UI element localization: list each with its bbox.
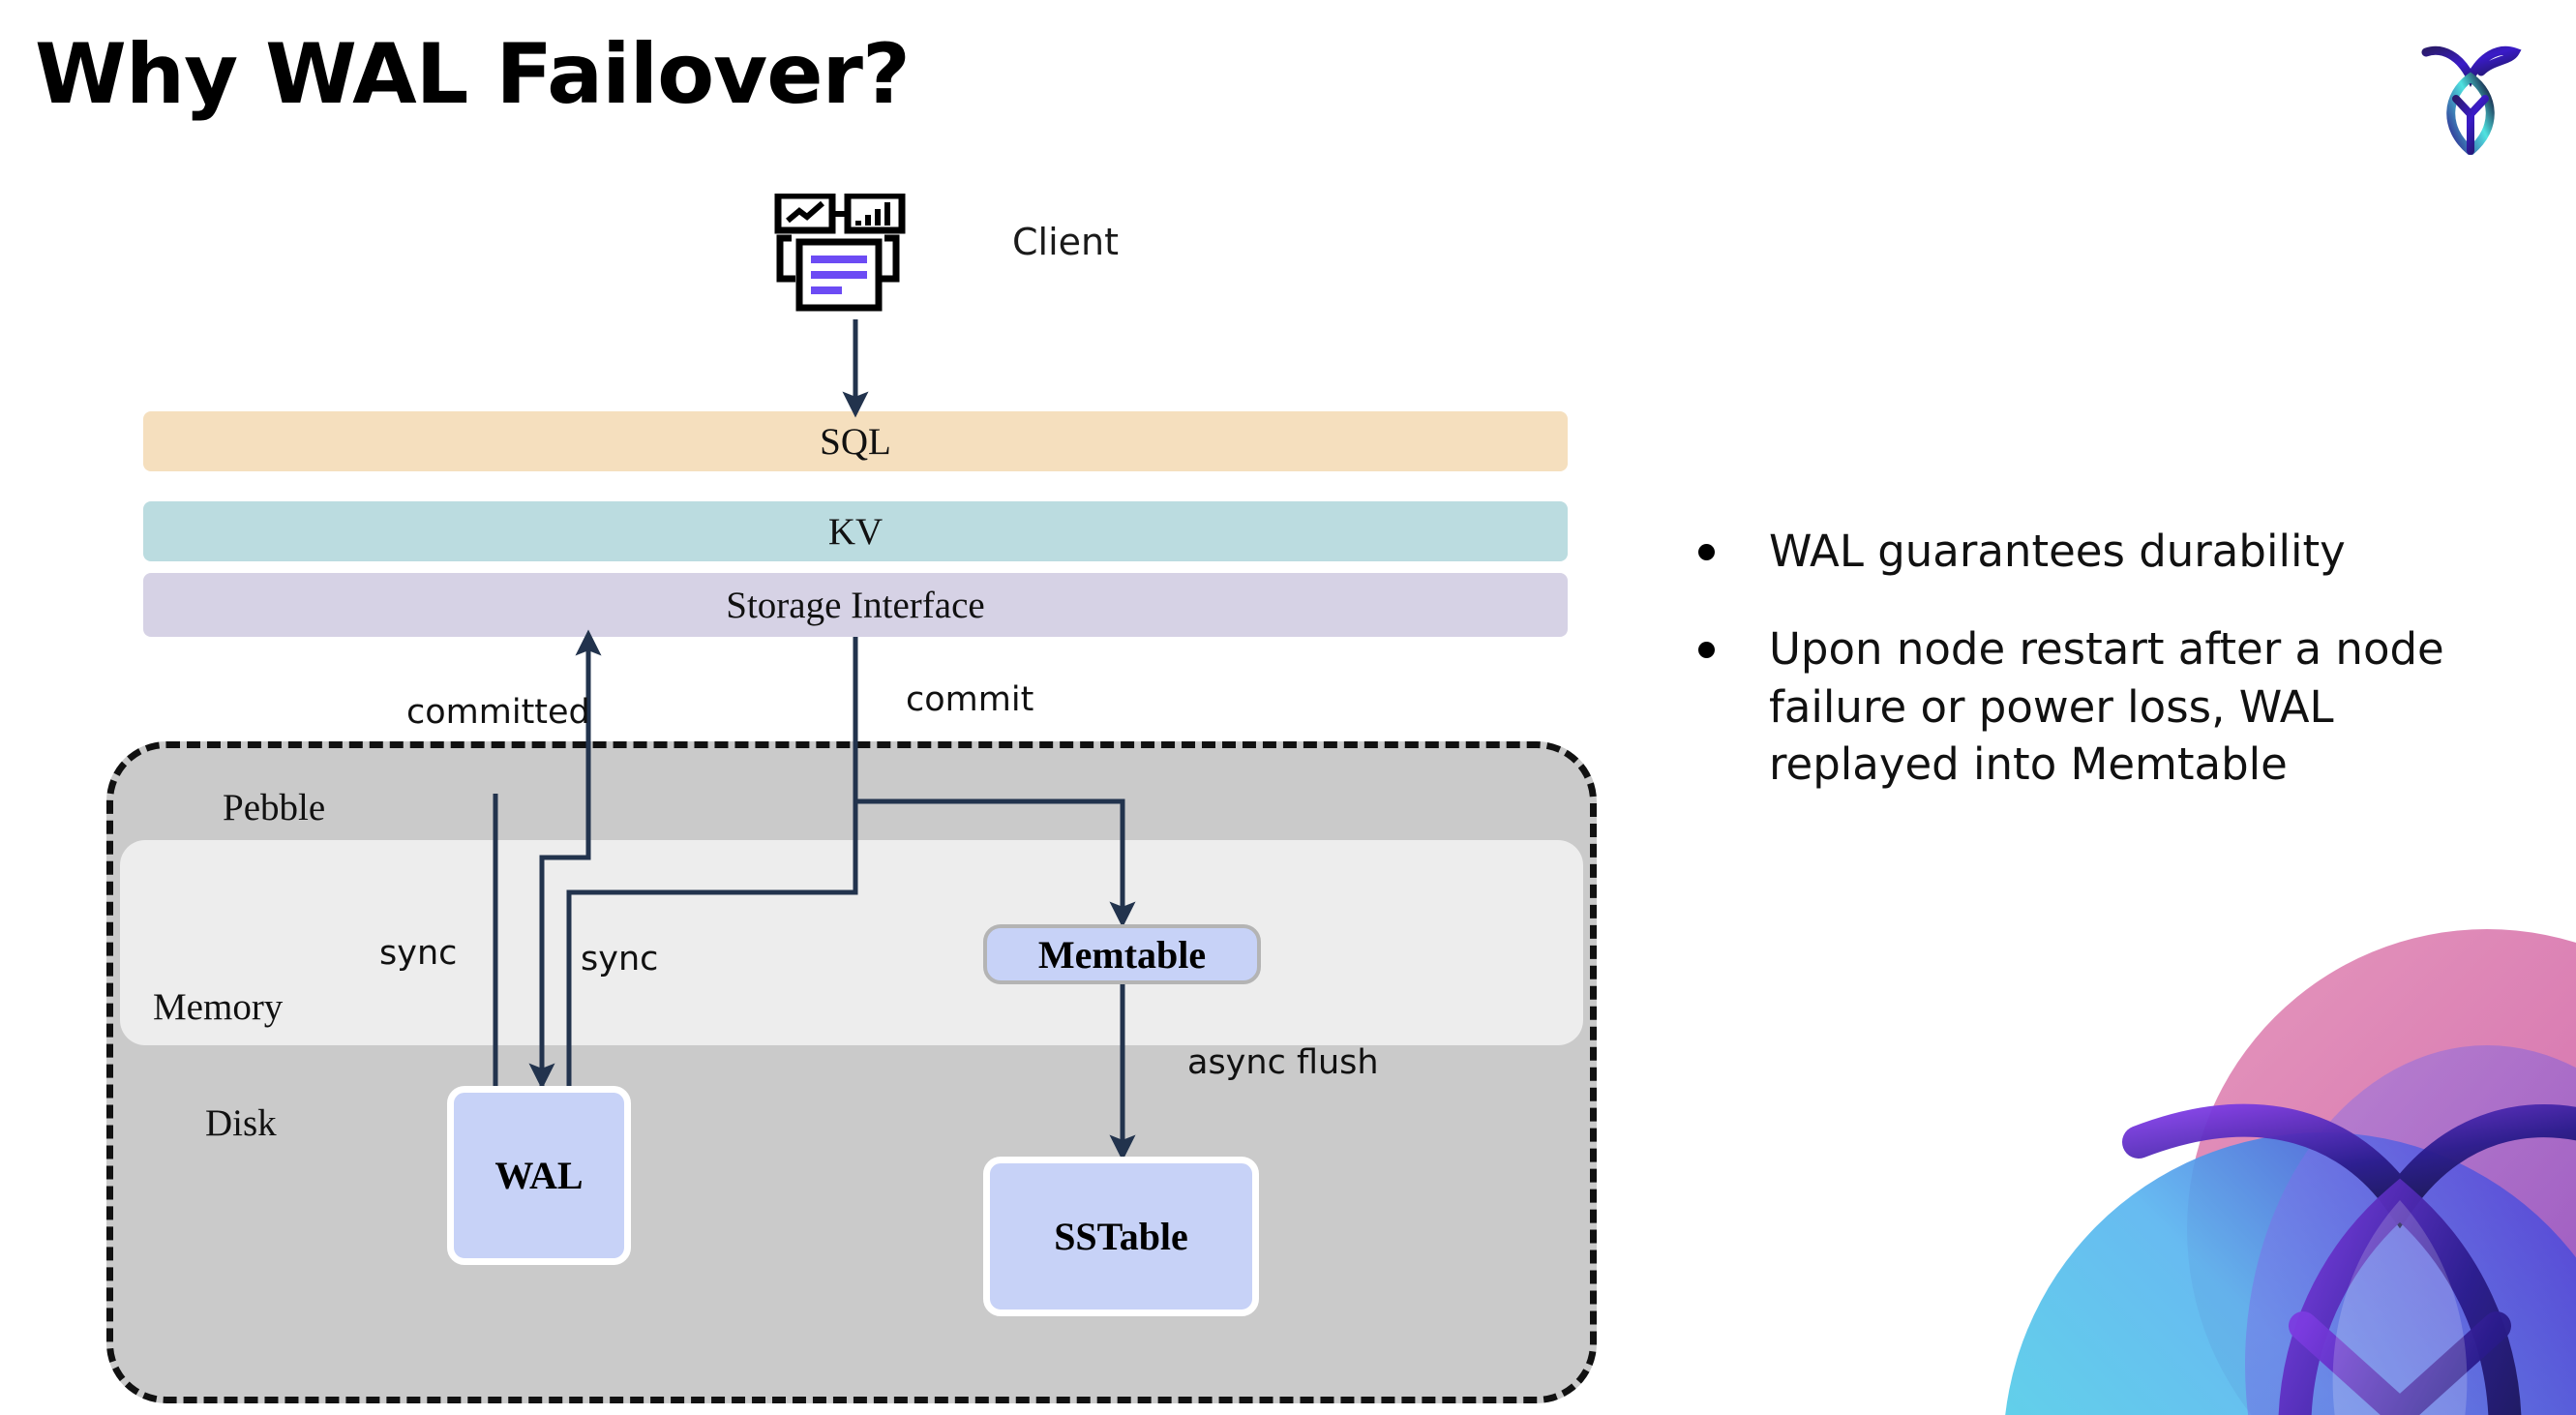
client-terminal-icon <box>774 192 929 319</box>
node-wal[interactable]: WAL <box>447 1086 631 1265</box>
list-item: Upon node restart after a node failure o… <box>1698 620 2501 793</box>
cockroach-logo-icon <box>2417 35 2524 157</box>
edge-label-committed: committed <box>406 693 590 732</box>
pebble-label: Pebble <box>223 787 326 828</box>
node-label-memtable: Memtable <box>1037 932 1207 977</box>
memory-region <box>120 840 1583 1045</box>
layer-bar-storage: Storage Interface <box>143 573 1568 637</box>
bullet-dot-icon <box>1698 642 1715 659</box>
client-label: Client <box>1012 221 1120 263</box>
memory-label: Memory <box>153 986 284 1028</box>
bullet-list: WAL guarantees durability Upon node rest… <box>1698 523 2501 834</box>
node-label-wal: WAL <box>494 1154 584 1197</box>
edge-label-sync-left: sync <box>379 934 458 973</box>
node-label-sstable: SSTable <box>1054 1215 1188 1258</box>
disk-label: Disk <box>205 1102 277 1144</box>
list-item: WAL guarantees durability <box>1698 523 2501 580</box>
page-title: Why WAL Failover? <box>35 26 911 123</box>
edge-label-sync-right: sync <box>581 940 659 978</box>
node-sstable[interactable]: SSTable <box>983 1157 1259 1316</box>
node-memtable[interactable]: Memtable <box>983 924 1261 984</box>
edge-label-commit: commit <box>906 680 1034 719</box>
bullet-text: WAL guarantees durability <box>1769 526 2346 577</box>
bullet-dot-icon <box>1698 544 1715 560</box>
layer-bar-kv: KV <box>143 501 1568 561</box>
layer-bar-sql: SQL <box>143 411 1568 471</box>
decorative-corner-graphic <box>1945 910 2576 1415</box>
layer-label-storage: Storage Interface <box>726 584 985 626</box>
layer-label-sql: SQL <box>820 420 891 463</box>
bullet-text: Upon node restart after a node failure o… <box>1769 623 2444 791</box>
layer-label-kv: KV <box>827 510 884 553</box>
edge-label-async-flush: async flush <box>1187 1043 1379 1082</box>
